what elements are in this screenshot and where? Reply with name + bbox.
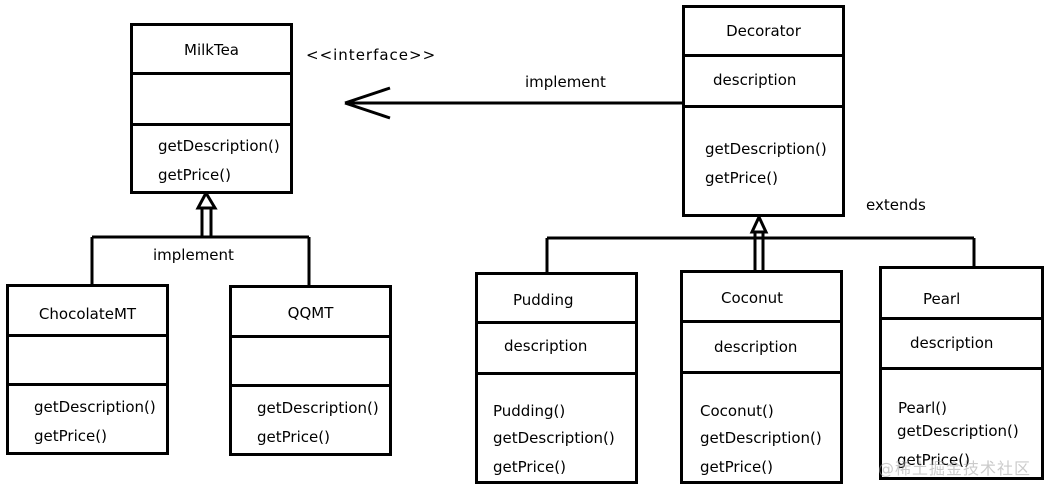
- pearl-class-box: Pearl description Pearl() getDescription…: [879, 266, 1044, 480]
- qqmt-method-getdescription: getDescription(): [257, 399, 379, 417]
- decorator-method-getdescription: getDescription(): [705, 140, 827, 158]
- implement-label-top: implement: [525, 73, 606, 91]
- pudding-method-getprice: getPrice(): [493, 458, 566, 476]
- coconut-method-constructor: Coconut(): [700, 402, 774, 420]
- qqmt-class-name: QQMT: [287, 304, 334, 322]
- decorator-class-name: Decorator: [726, 22, 801, 40]
- coconut-method-getprice: getPrice(): [700, 458, 773, 476]
- decorator-attribute-description: description: [713, 71, 797, 89]
- chocolatemt-class-name: ChocolateMT: [38, 305, 137, 323]
- chocolatemt-method-getdescription: getDescription(): [34, 398, 156, 416]
- implement-arrow-head-bottom: [344, 101, 391, 120]
- implement-label-bottom: implement: [153, 246, 234, 264]
- coconut-class-box: Coconut description Coconut() getDescrip…: [680, 270, 843, 484]
- pudding-method-constructor: Pudding(): [493, 402, 566, 420]
- pudding-class-name: Pudding: [513, 291, 574, 309]
- pudding-separator-2: [478, 372, 635, 375]
- pearl-class-name: Pearl: [923, 290, 961, 308]
- qqmt-separator-1: [232, 335, 389, 338]
- decorator-class-box: Decorator description getDescription() g…: [682, 5, 845, 217]
- pudding-method-getdescription: getDescription(): [493, 429, 615, 447]
- implement-arrowhead-milktea: [195, 189, 218, 210]
- pearl-separator-1: [882, 317, 1041, 320]
- chocolatemt-separator-2: [9, 383, 166, 386]
- qqmt-separator-2: [232, 384, 389, 387]
- coconut-class-name: Coconut: [721, 289, 783, 307]
- chocolatemt-class-box: ChocolateMT getDescription() getPrice(): [6, 284, 169, 455]
- extends-label: extends: [866, 196, 926, 214]
- milktea-separator-1: [133, 72, 290, 75]
- pudding-attribute-description: description: [504, 337, 588, 355]
- pearl-separator-2: [882, 367, 1041, 370]
- coconut-separator-2: [683, 371, 840, 374]
- milktea-class-name: MilkTea: [184, 41, 239, 59]
- qqmt-class-box: QQMT getDescription() getPrice(): [229, 285, 392, 456]
- pearl-method-getdescription: getDescription(): [897, 422, 1019, 440]
- chocolatemt-method-getprice: getPrice(): [34, 427, 107, 445]
- extends-arrowhead-decorator: [749, 213, 769, 234]
- decorator-separator-1: [685, 54, 842, 57]
- coconut-method-getdescription: getDescription(): [700, 429, 822, 447]
- pearl-method-getprice: getPrice(): [897, 451, 970, 469]
- decorator-method-getprice: getPrice(): [705, 169, 778, 187]
- pudding-class-box: Pudding description Pudding() getDescrip…: [475, 272, 638, 484]
- chocolatemt-separator-1: [9, 334, 166, 337]
- pudding-separator-1: [478, 321, 635, 324]
- decorator-separator-2: [685, 105, 842, 108]
- milktea-stereotype: <<interface>>: [306, 46, 437, 64]
- implement-arrow-head-top: [344, 86, 391, 105]
- coconut-separator-1: [683, 320, 840, 323]
- coconut-attribute-description: description: [714, 338, 798, 356]
- watermark: @稀土掘金技术社区: [878, 459, 1032, 478]
- milktea-class-box: MilkTea getDescription() getPrice(): [130, 23, 293, 194]
- pearl-attribute-description: description: [910, 334, 994, 352]
- milktea-separator-2: [133, 123, 290, 126]
- pearl-method-constructor: Pearl(): [898, 399, 947, 417]
- qqmt-method-getprice: getPrice(): [257, 428, 330, 446]
- milktea-method-getprice: getPrice(): [158, 166, 231, 184]
- milktea-method-getdescription: getDescription(): [158, 137, 280, 155]
